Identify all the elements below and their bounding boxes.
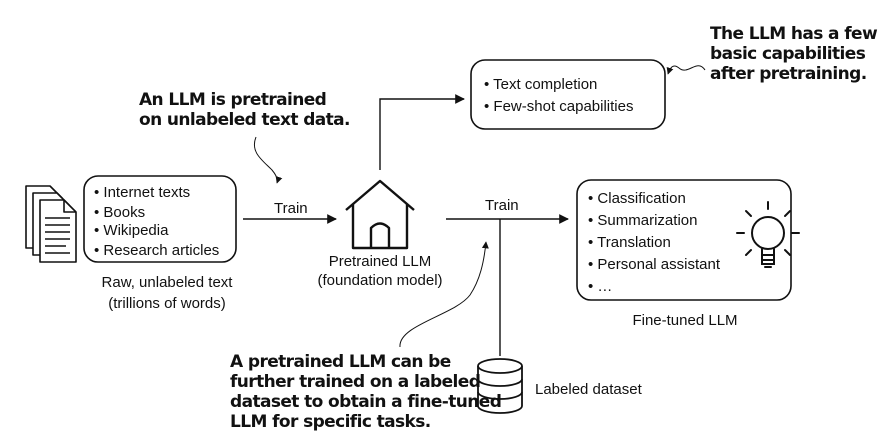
raw-text-caption: Raw, unlabeled text (trillions of words) [101,274,233,312]
pretrained-llm-caption: Pretrained LLM (foundation model) [317,253,443,289]
pointer-capabilities-note [666,65,706,75]
list-item: Books [94,204,219,222]
list-item: Text completion [484,74,633,96]
list-item: Internet texts [94,182,219,204]
train-label-finetune: Train [485,197,519,214]
house-icon [345,179,415,250]
database-icon [477,358,523,414]
list-item: Translation [588,232,720,254]
list-item: Research articles [94,240,219,262]
train-label-pretrain: Train [274,200,308,217]
fine-tuned-caption: Fine-tuned LLM [632,312,738,329]
list-item: Personal assistant [588,254,720,276]
list-item: Few-shot capabilities [484,96,633,118]
capabilities-list: Text completion Few-shot capabilities [484,74,633,118]
raw-text-list: Internet texts Books Wikipedia Research … [94,182,219,262]
document-icon [25,185,77,263]
arrow-llm-to-capabilities [379,94,465,170]
list-item: … [588,276,720,298]
pretrain-note: An LLM is pretrained on unlabeled text d… [139,90,351,130]
pointer-pretrain-note [254,136,283,184]
fine-tuned-list: Classification Summarization Translation… [588,188,720,298]
list-item: Summarization [588,210,720,232]
list-item: Wikipedia [94,222,219,240]
capabilities-note: The LLM has a few basic capabilities aft… [710,24,878,84]
finetune-note: A pretrained LLM can be further trained … [230,352,502,432]
labeled-dataset-label: Labeled dataset [535,381,642,398]
list-item: Classification [588,188,720,210]
pointer-finetune-note [399,241,489,348]
lightbulb-icon [736,201,800,268]
